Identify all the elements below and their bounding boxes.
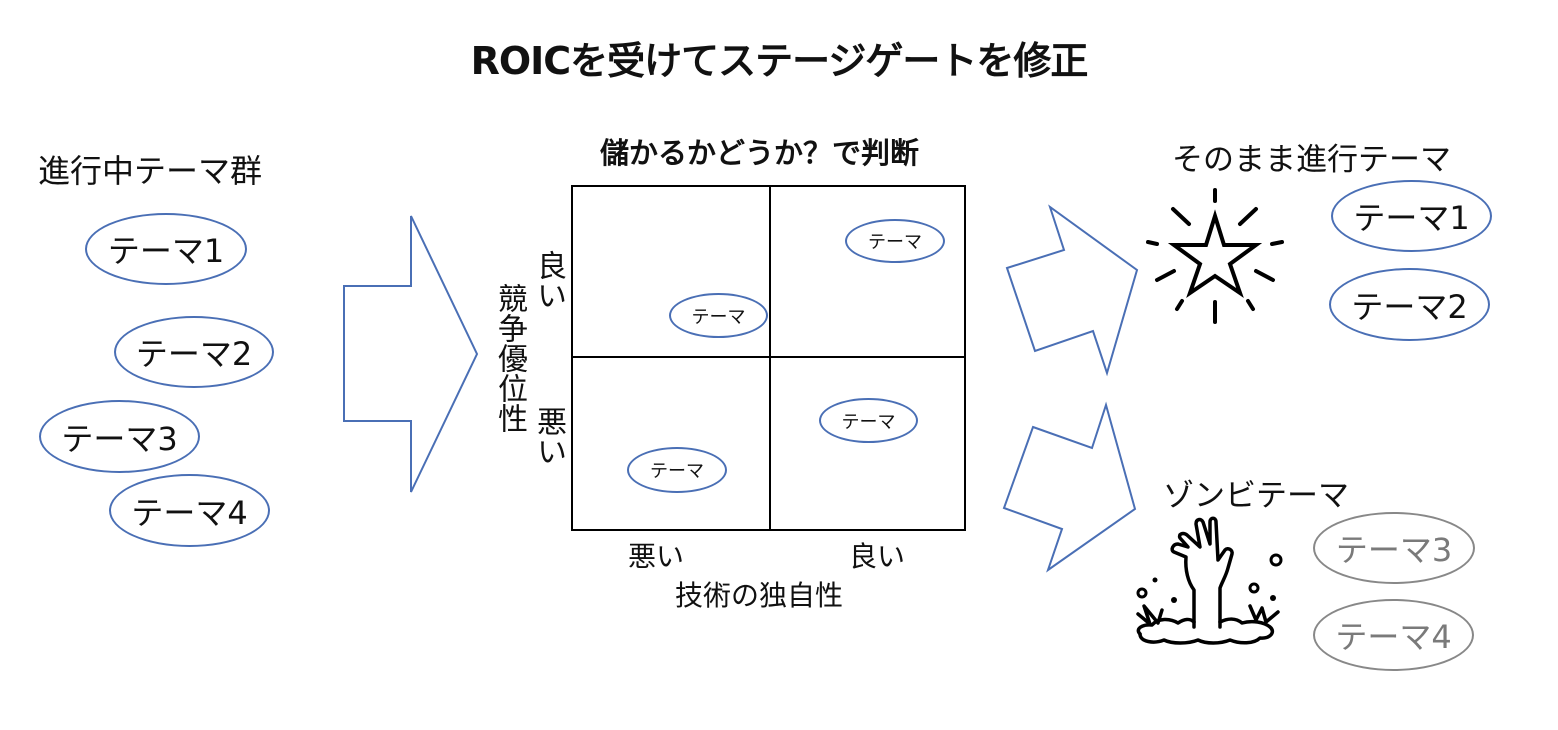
zombie-theme-oval-3: テーマ3 [1313,512,1475,584]
theme-oval-4: テーマ4 [109,474,270,547]
theme-label: テーマ2 [1351,287,1468,326]
vertical-divider [769,187,771,529]
theme-label: テーマ3 [1335,531,1453,569]
theme-oval-1: テーマ1 [85,213,247,285]
theme-label: テーマ [868,232,922,253]
x-axis-label: 技術の独自性 [675,579,844,612]
up-right-arrow-icon [1005,204,1139,377]
sparkle-star-icon [1146,188,1284,324]
theme-label: テーマ [691,306,746,328]
matrix-heading: 儲かるかどうか？で判断 [600,136,920,170]
zombie-hand-icon [1136,516,1283,645]
theme-oval-2: テーマ2 [114,316,274,388]
matrix-theme-top-right: テーマ [845,219,945,263]
theme-label: テーマ2 [135,335,253,373]
x-bad-label: 悪い [628,540,685,573]
matrix-theme-bottom-right: テーマ [819,398,918,443]
theme-label: テーマ4 [1335,618,1452,656]
page-title: ROICを受けてステージゲートを修正 [470,39,1089,83]
quadrant-matrix [571,185,966,531]
theme-label: テーマ [841,411,896,433]
y-axis-label: 競争優位性 [492,283,527,433]
theme-label: テーマ4 [131,493,248,532]
theme-label: テーマ1 [1353,199,1470,237]
right-arrow-icon [343,215,479,493]
y-bad-label: 悪い [531,406,566,466]
y-good-label: 良い [531,250,566,310]
continue-theme-oval-2: テーマ2 [1329,268,1490,341]
continue-theme-oval-1: テーマ1 [1331,180,1492,252]
zombie-theme-oval-4: テーマ4 [1313,599,1474,671]
in-progress-heading: 進行中テーマ群 [38,152,263,190]
x-good-label: 良い [849,540,906,573]
theme-oval-3: テーマ3 [39,400,200,473]
theme-label: テーマ1 [107,232,225,270]
continue-heading: そのまま進行テーマ [1172,142,1451,178]
down-right-arrow-icon [1002,401,1137,573]
horizontal-divider [573,356,964,358]
matrix-theme-bottom-left: テーマ [627,447,727,493]
zombie-heading: ゾンビテーマ [1163,478,1349,514]
theme-label: テーマ3 [61,419,178,458]
matrix-theme-top-left: テーマ [669,293,768,338]
theme-label: テーマ [650,461,704,482]
